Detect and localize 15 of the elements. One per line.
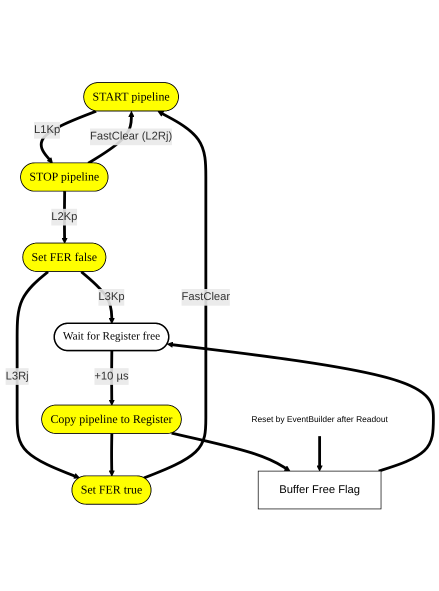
arrow — [108, 434, 115, 476]
edge-label: +10 µs — [94, 370, 129, 382]
node-box: Buffer Free Flag — [258, 470, 382, 510]
edge-label: FastClear (L2Rj) — [90, 130, 172, 142]
arrow — [16, 270, 80, 479]
edge-label: L3Kp — [98, 290, 125, 303]
arrow — [166, 341, 435, 472]
edge-label: L1Kp — [34, 124, 60, 136]
edge-label: L3Rj — [6, 370, 29, 382]
edge-label: FastClear — [182, 290, 230, 303]
arrow — [171, 432, 290, 472]
arrow — [316, 436, 323, 472]
edge-label: L2Kp — [51, 210, 78, 222]
arrow — [144, 110, 208, 479]
node-text: Reset by EventBuilder after Readout — [251, 414, 388, 424]
